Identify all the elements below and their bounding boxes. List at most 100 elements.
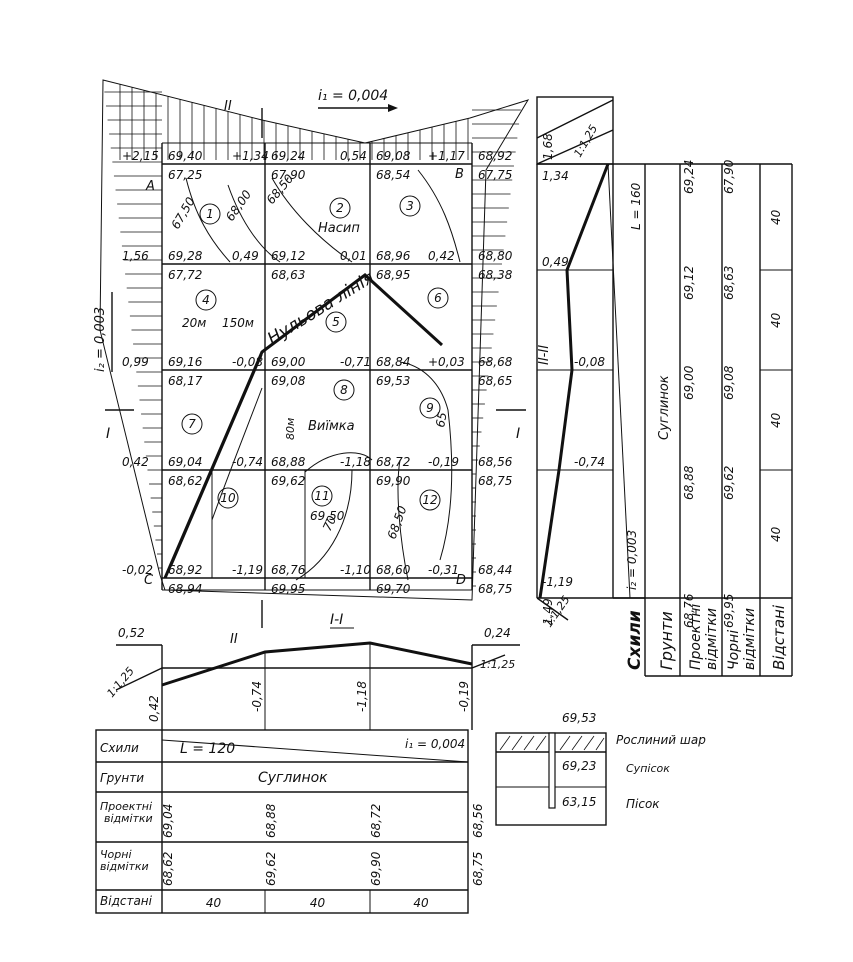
design-elevation: 69,12 <box>271 249 305 263</box>
square-number-circle <box>427 287 449 309</box>
black-elevation: 67,90 <box>271 168 306 182</box>
black-elevation: 69,90 <box>376 474 411 488</box>
contour-line <box>227 184 281 263</box>
contour-label: 68,00 <box>223 187 254 223</box>
borehole-layer-1: Рослиний шар <box>616 733 706 747</box>
black-elevation: 68,75 <box>478 474 512 488</box>
section-2-design-value: 69,00 <box>682 365 696 400</box>
black-elevation: 67,75 <box>478 168 512 182</box>
section-2-design-value: 69,24 <box>682 160 696 194</box>
square-number-circle <box>399 195 421 217</box>
design-elevation: 69,08 <box>376 149 411 163</box>
work-height: -1,10 <box>340 563 371 577</box>
black-elevation: 69,70 <box>376 582 411 596</box>
section-1-distance: 40 <box>206 896 222 910</box>
arrow-head-icon <box>388 104 398 112</box>
contour-line <box>271 177 353 263</box>
section-2-slope: i₂ = 0,003 <box>625 530 639 590</box>
section-2-top-dim: 1,68 <box>541 133 555 160</box>
section-1-row-slopes: Схили <box>100 741 139 755</box>
square-number: 11 <box>314 489 329 503</box>
contour-label: 65 <box>433 411 449 428</box>
vegetation-hatch <box>499 735 605 751</box>
section-1-right-slope: 1:1,25 <box>480 658 515 671</box>
corner-a-label: A <box>145 179 155 194</box>
design-elevation: 68,44 <box>478 563 512 577</box>
borehole-layer-2: Супісок <box>626 762 670 775</box>
square-number-circle <box>181 413 203 435</box>
section-2-length: L = 160 <box>629 182 643 230</box>
square-number: 1 <box>206 207 214 221</box>
section-2-col-soils: Грунти <box>657 611 676 670</box>
section-2-col-black: Чорнівідмітки <box>726 608 758 670</box>
square-number-circle <box>311 485 333 507</box>
section-2-ground-line <box>538 163 610 599</box>
black-elevation: 68,38 <box>478 268 513 282</box>
black-elevation: 69,53 <box>376 374 410 388</box>
contour-line <box>397 459 409 581</box>
work-height: 0,99 <box>122 355 149 369</box>
section-1-heights: 0,42-0,74-1,18-0,19 <box>147 681 471 722</box>
section-1-slope: i₁ = 0,004 <box>405 737 465 751</box>
design-elevation: 69,16 <box>168 355 203 369</box>
black-elevation: 67,72 <box>168 268 202 282</box>
borehole-column: 69,53 69,23 63,15 Рослиний шар Супісок П… <box>495 711 706 826</box>
work-height: 0,54 <box>340 149 367 163</box>
section-1-right-label: I <box>516 426 520 442</box>
section-1-height: -0,19 <box>457 681 471 712</box>
section-1-design-value: 68,88 <box>264 803 278 838</box>
section-2-height: -1,19 <box>542 575 573 589</box>
contour-label: 68,50 <box>385 504 410 541</box>
work-height: -0,08 <box>232 355 263 369</box>
slope-i1-label: i₁ = 0,004 <box>318 88 388 104</box>
work-height: 0,42 <box>122 455 149 469</box>
black-elevation: 69,62 <box>271 474 305 488</box>
design-elevation: 68,76 <box>271 563 306 577</box>
design-elevation: 68,88 <box>271 455 306 469</box>
dimension-20m: 20м <box>182 316 206 330</box>
square-number-circle <box>419 489 441 511</box>
borehole-layer-3: Пісок <box>626 797 660 811</box>
section-2-height: 1,34 <box>542 169 569 183</box>
design-elevation: 69,24 <box>271 149 305 163</box>
design-elevation: 68,60 <box>376 563 411 577</box>
work-height: -0,02 <box>122 563 153 577</box>
work-height: 0,42 <box>428 249 455 263</box>
black-elevation: 68,62 <box>168 474 202 488</box>
section-2-top-label: II <box>224 99 232 114</box>
section-1-title: I-I <box>330 612 343 628</box>
section-1-soil: Суглинок <box>258 770 328 786</box>
section-2-design-value: 68,88 <box>682 465 696 500</box>
work-height: 1,56 <box>122 249 149 263</box>
corner-b-label: B <box>455 167 464 182</box>
section-2-height: 0,49 <box>542 255 569 269</box>
section-2-height: -0,74 <box>574 455 605 469</box>
design-elevation: 68,92 <box>478 149 512 163</box>
section-2-bottom-dim: 1,49 <box>541 598 555 625</box>
black-elevation: 69,08 <box>271 374 306 388</box>
section-2-black-value: 67,90 <box>722 159 736 194</box>
work-height: 0,01 <box>340 249 367 263</box>
work-height: -1,18 <box>340 455 371 469</box>
borehole-bottom: 63,15 <box>562 795 596 809</box>
black-elevation: 68,54 <box>376 168 410 182</box>
section-1-black-value: 69,62 <box>264 852 278 886</box>
section-1-height: -1,18 <box>355 681 369 712</box>
section-1-ground-line <box>161 641 473 687</box>
square-number: 7 <box>188 417 196 431</box>
black-elevation: 68,75 <box>478 582 512 596</box>
section-2-distance: 40 <box>769 209 783 225</box>
cut-label: Виїмка <box>308 419 355 434</box>
square-number: 5 <box>332 315 340 329</box>
section-1-right-dim: 0,24 <box>484 626 511 640</box>
work-height: -0,71 <box>340 355 371 369</box>
slope-i2-label: i₂ = 0,003 <box>93 307 108 372</box>
contour-line <box>304 452 373 473</box>
square-number-circle <box>195 289 217 311</box>
design-elevation: 69,28 <box>168 249 203 263</box>
contour-line <box>211 387 263 521</box>
square-number-circle <box>325 311 347 333</box>
slope-hatching <box>104 84 521 587</box>
work-height: +1,34 <box>232 149 269 163</box>
